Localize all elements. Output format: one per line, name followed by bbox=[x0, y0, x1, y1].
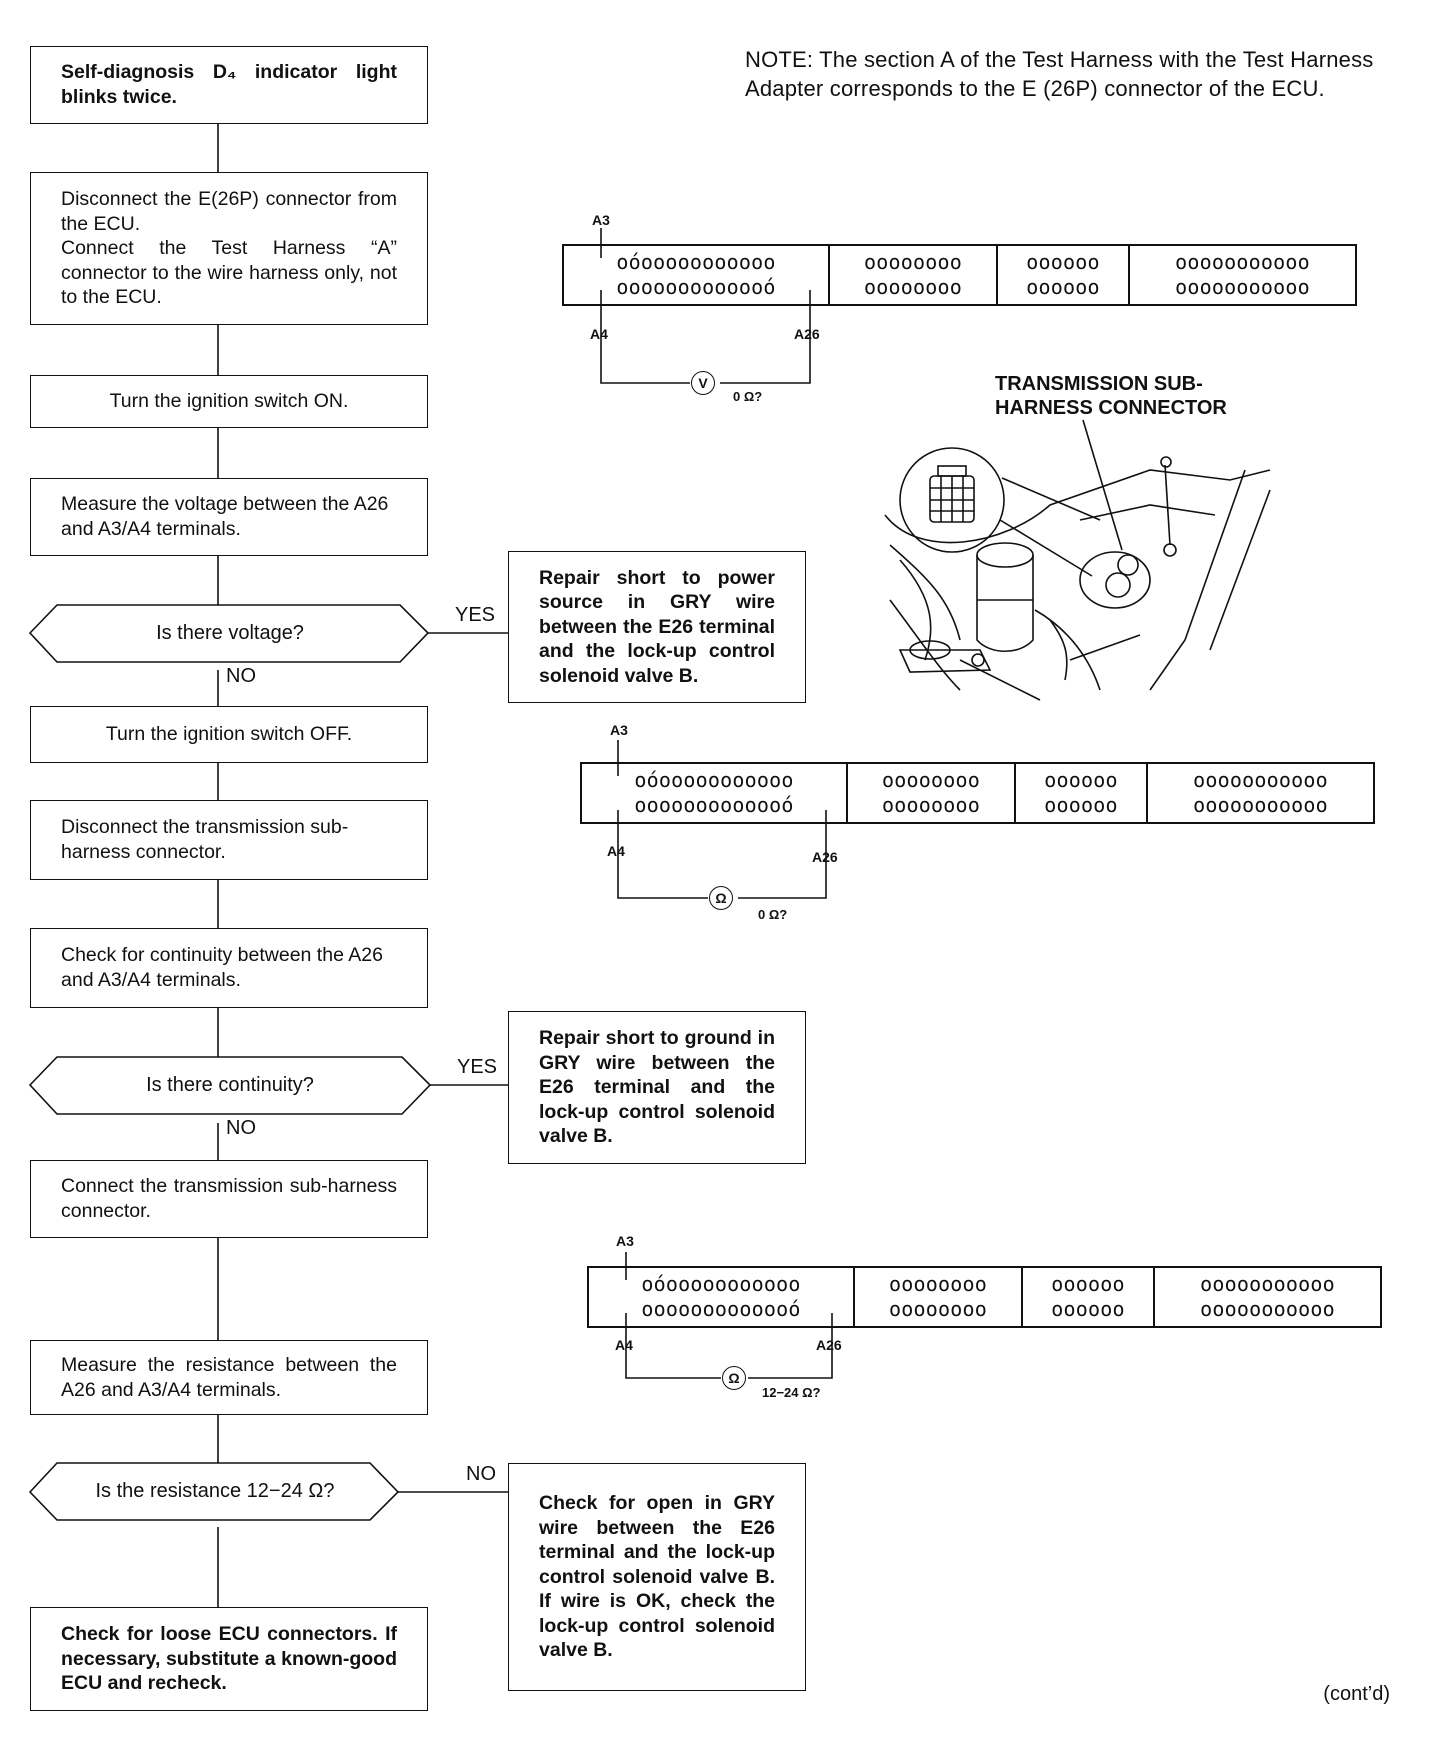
step-measure-resistance-text: Measure the resistance between the A26 a… bbox=[61, 1353, 397, 1401]
step-d4-blinks: Self-diagnosis D₄ indicator light blinks… bbox=[30, 46, 428, 124]
decision-voltage-yes: YES bbox=[455, 604, 496, 626]
step-connect-sub-harness-text: Connect the transmission sub-harness con… bbox=[61, 1175, 397, 1222]
pin-a3-label: A3 bbox=[610, 722, 628, 738]
reading-voltage: 0 Ω? bbox=[733, 389, 763, 404]
step-disconnect-ecu: Disconnect the E(26P) connector from the… bbox=[30, 172, 428, 325]
pin-row-top: oooooo bbox=[1044, 768, 1118, 792]
reading-resistance: 12−24 Ω? bbox=[762, 1385, 821, 1400]
sub-harness-connector-label: TRANSMISSION SUB- HARNESS CONNECTOR bbox=[995, 373, 1227, 419]
decision-resistance: Is the resistance 12−24 Ω? bbox=[95, 1480, 335, 1502]
pin-row-top: ooooooooooo bbox=[1175, 250, 1310, 274]
pin-a4-label: A4 bbox=[615, 1337, 633, 1353]
step-ignition-on: Turn the ignition switch ON. bbox=[30, 375, 428, 428]
step-check-continuity: Check for continuity between the A26 and… bbox=[30, 928, 428, 1008]
step-measure-voltage-text: Measure the voltage between the A26 and … bbox=[61, 493, 389, 540]
note-text: NOTE: The section A of the Test Harness … bbox=[745, 47, 1374, 101]
ohmmeter-icon: Ω bbox=[722, 1366, 746, 1390]
pin-row-top: oooooooo bbox=[882, 768, 980, 792]
pin-row-top: oooooo bbox=[1026, 250, 1100, 274]
pin-row-bottom: ooooooooooo bbox=[1193, 793, 1328, 817]
pin-row-top: ooooooooooo bbox=[1200, 1272, 1335, 1296]
pin-row-bottom: oooooooo bbox=[864, 275, 962, 299]
pin-row-bottom: ooooooooooooó bbox=[634, 793, 794, 817]
pin-row-top: oooooooo bbox=[889, 1272, 987, 1296]
pin-row-bottom: oooooo bbox=[1044, 793, 1118, 817]
decision-continuity-no: NO bbox=[226, 1117, 256, 1139]
step-disconnect-ecu-text: Disconnect the E(26P) connector from the… bbox=[61, 188, 397, 309]
continued-label: (cont’d) bbox=[1323, 1683, 1390, 1705]
pin-row-top: oóooooooooooo bbox=[616, 250, 776, 274]
decision-voltage: Is there voltage? bbox=[156, 622, 304, 644]
repair-short-ground-box: Repair short to ground in GRY wire betwe… bbox=[508, 1011, 806, 1164]
step-disconnect-sub-harness-text: Disconnect the transmission sub-harness … bbox=[61, 816, 349, 863]
check-open-text: Check for open in GRY wire between the E… bbox=[539, 1492, 775, 1662]
repair-short-power-text: Repair short to power source in GRY wire… bbox=[539, 566, 775, 687]
pin-a4-label: A4 bbox=[607, 843, 625, 859]
pin-row-bottom: oooooooo bbox=[889, 1297, 987, 1321]
pin-a3-label: A3 bbox=[616, 1233, 634, 1249]
pin-a26-label: A26 bbox=[794, 326, 820, 342]
repair-short-ground-text: Repair short to ground in GRY wire betwe… bbox=[539, 1027, 775, 1148]
pin-a4-label: A4 bbox=[590, 326, 608, 342]
pin-row-bottom: ooooooooooo bbox=[1175, 275, 1310, 299]
pin-a26-label: A26 bbox=[812, 849, 838, 865]
pin-row-top: oooooo bbox=[1051, 1272, 1125, 1296]
step-d4-blinks-text: Self-diagnosis D₄ indicator light blinks… bbox=[61, 61, 397, 108]
step-check-ecu-connectors: Check for loose ECU connectors. If neces… bbox=[30, 1607, 428, 1711]
step-connect-sub-harness: Connect the transmission sub-harness con… bbox=[30, 1160, 428, 1238]
check-open-box: Check for open in GRY wire between the E… bbox=[508, 1463, 806, 1691]
step-check-continuity-text: Check for continuity between the A26 and… bbox=[61, 944, 383, 991]
repair-short-power-box: Repair short to power source in GRY wire… bbox=[508, 551, 806, 703]
pin-row-bottom: ooooooooooooó bbox=[616, 275, 776, 299]
step-measure-resistance: Measure the resistance between the A26 a… bbox=[30, 1340, 428, 1415]
pin-row-bottom: ooooooooooooó bbox=[641, 1297, 801, 1321]
pin-row-bottom: ooooooooooo bbox=[1200, 1297, 1335, 1321]
pin-row-bottom: oooooooo bbox=[882, 793, 980, 817]
step-ignition-off-text: Turn the ignition switch OFF. bbox=[105, 723, 353, 746]
decision-resistance-no: NO bbox=[466, 1463, 496, 1485]
step-measure-voltage: Measure the voltage between the A26 and … bbox=[30, 478, 428, 556]
pin-row-top: ooooooooooo bbox=[1193, 768, 1328, 792]
pin-row-top: oóooooooooooo bbox=[634, 768, 794, 792]
decision-continuity-yes: YES bbox=[457, 1056, 498, 1078]
pin-row-top: oóooooooooooo bbox=[641, 1272, 801, 1296]
voltmeter-icon: V bbox=[691, 371, 715, 395]
pin-row-bottom: oooooo bbox=[1026, 275, 1100, 299]
pin-row-bottom: oooooo bbox=[1051, 1297, 1125, 1321]
step-ignition-off: Turn the ignition switch OFF. bbox=[30, 706, 428, 763]
step-check-ecu-connectors-text: Check for loose ECU connectors. If neces… bbox=[61, 1623, 397, 1695]
ohmmeter-icon: Ω bbox=[709, 886, 733, 910]
pin-a26-label: A26 bbox=[816, 1337, 842, 1353]
reading-continuity: 0 Ω? bbox=[758, 907, 788, 922]
step-ignition-on-text: Turn the ignition switch ON. bbox=[109, 390, 349, 413]
pin-a3-label: A3 bbox=[592, 212, 610, 228]
pin-row-top: oooooooo bbox=[864, 250, 962, 274]
step-disconnect-sub-harness: Disconnect the transmission sub-harness … bbox=[30, 800, 428, 880]
decision-voltage-no: NO bbox=[226, 665, 256, 687]
decision-continuity: Is there continuity? bbox=[146, 1074, 314, 1096]
